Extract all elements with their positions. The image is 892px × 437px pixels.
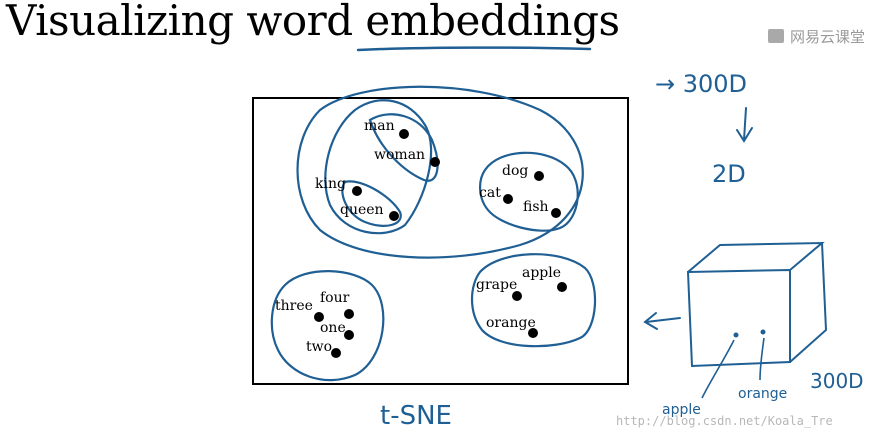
cube-point-apple: [734, 333, 739, 338]
down-arrow: [737, 108, 752, 141]
title-underline: [0, 0, 892, 60]
label-king: king: [315, 176, 346, 192]
point-dog: [534, 171, 544, 181]
point-four: [344, 309, 354, 319]
point-apple: [557, 282, 567, 292]
orange-pointer: [760, 338, 764, 380]
label-grape: grape: [476, 277, 517, 293]
point-cat: [503, 194, 513, 204]
method-annotation: t-SNE: [380, 401, 452, 431]
apple-pointer: [702, 340, 734, 398]
cube-drawing: [688, 243, 826, 366]
label-orange: orange: [486, 315, 536, 331]
cube-dims-label: 300D: [810, 369, 864, 393]
point-king: [352, 186, 362, 196]
point-woman: [430, 157, 440, 167]
point-fish: [551, 208, 561, 218]
arrow-to-plot: [645, 313, 680, 329]
word-points: man woman king queen dog cat fish apple …: [275, 118, 567, 358]
label-two: two: [306, 339, 332, 355]
dims-to-annotation: 2D: [712, 160, 746, 188]
label-four: four: [320, 290, 350, 306]
point-man: [399, 129, 409, 139]
cube-point-orange: [761, 330, 766, 335]
label-apple: apple: [522, 265, 561, 281]
cluster-outlines: [272, 87, 595, 380]
platform-watermark-text: 网易云课堂: [790, 28, 865, 46]
label-one: one: [320, 320, 346, 336]
platform-logo-icon: [768, 29, 784, 43]
label-woman: woman: [374, 147, 425, 163]
label-three: three: [275, 298, 313, 314]
label-dog: dog: [502, 163, 528, 179]
cube-orange-label: orange: [738, 386, 787, 402]
label-fish: fish: [523, 199, 549, 215]
label-queen: queen: [340, 202, 384, 218]
dims-from-annotation: → 300D: [655, 70, 747, 98]
source-credit: http://blog.csdn.net/Koala_Tre: [616, 414, 833, 428]
platform-watermark: 网易云课堂: [768, 26, 865, 47]
label-man: man: [364, 118, 395, 134]
point-queen: [389, 211, 399, 221]
point-two: [331, 348, 341, 358]
label-cat: cat: [479, 185, 501, 201]
